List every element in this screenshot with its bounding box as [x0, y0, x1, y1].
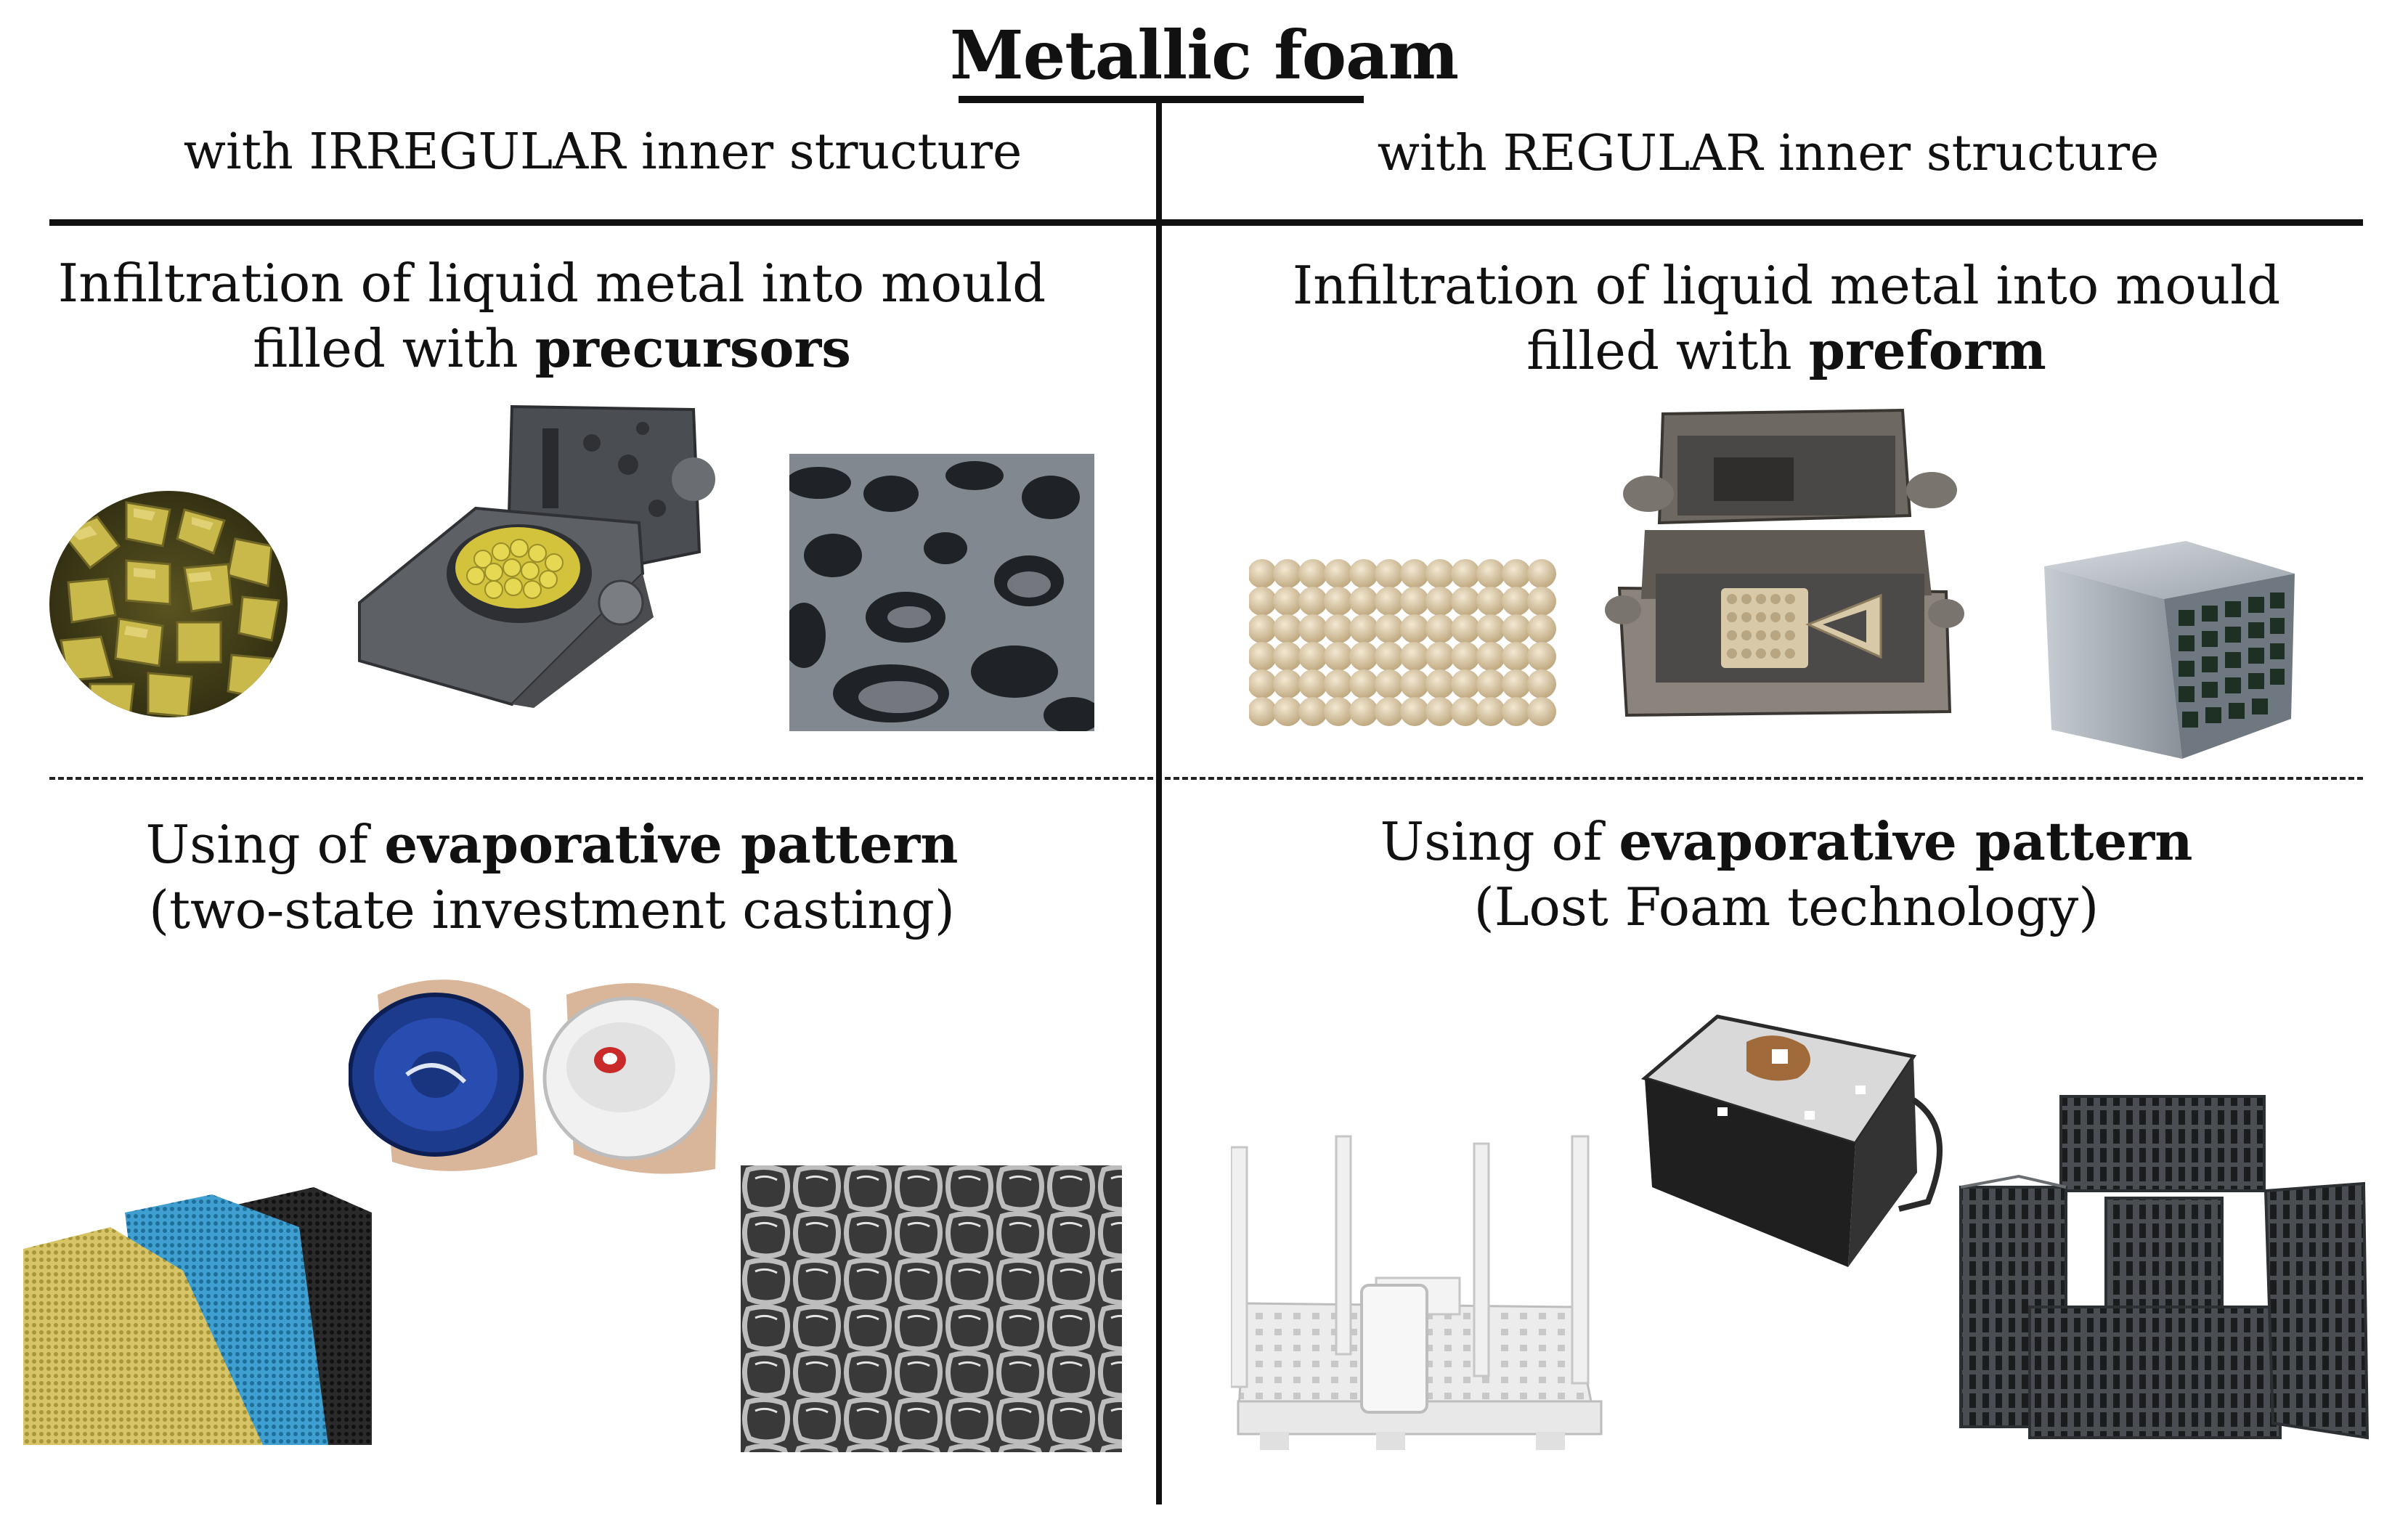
right-bottom-line1-prefix: Using of: [1380, 811, 1619, 872]
right-top-line2-prefix: filled with: [1526, 320, 1809, 381]
mould-with-preform-image: [1605, 408, 1964, 717]
right-bottom-section-title: Using of evaporative pattern (Lost Foam …: [1351, 809, 2222, 940]
left-column-heading: with IRREGULAR inner structure: [183, 123, 1022, 181]
diagram-title: Metallic foam: [949, 16, 1459, 94]
left-top-line2-prefix: filled with: [253, 318, 535, 379]
right-bottom-line1-bold: evaporative pattern: [1619, 810, 2193, 872]
left-bottom-line1-bold: evaporative pattern: [384, 813, 959, 875]
left-bottom-line1-prefix: Using of: [145, 814, 385, 875]
right-top-line1: Infiltration of liquid metal into mould: [1292, 255, 2281, 316]
left-top-line2: filled with precursors: [44, 316, 1060, 381]
left-bottom-line1: Using of evaporative pattern: [116, 812, 988, 877]
moulding-flask-image: [1640, 1014, 1943, 1267]
dashed-divider-left: [49, 777, 1153, 780]
open-cell-metal-foam-image: [741, 1165, 1122, 1452]
right-bottom-line1: Using of evaporative pattern: [1351, 809, 2222, 874]
right-top-section-title: Infiltration of liquid metal into mould …: [1278, 253, 2295, 383]
left-top-section-title: Infiltration of liquid metal into mould …: [44, 251, 1060, 381]
preform-spheres-image: [1249, 559, 1556, 726]
regular-lattice-castings-image: [1959, 1095, 2370, 1440]
right-column-heading: with REGULAR inner structure: [1377, 125, 2160, 182]
left-bottom-line2: (two-state investment casting): [149, 879, 955, 940]
left-top-line1: Infiltration of liquid metal into mould: [57, 253, 1046, 314]
regular-foam-cube-image: [2044, 541, 2295, 759]
mould-with-precursors-image: [358, 404, 715, 708]
left-bottom-section-title: Using of evaporative pattern (two-state …: [116, 812, 988, 942]
right-top-line2: filled with preform: [1278, 318, 2295, 383]
vertical-divider: [1156, 103, 1162, 1504]
precursor-granules-image: [49, 491, 288, 717]
irregular-foam-closeup-image: [789, 454, 1094, 731]
left-top-line2-bold: precursors: [534, 317, 851, 379]
hands-holding-moulds-image: [349, 980, 719, 1174]
evaporative-pattern-cluster-image: [1231, 1135, 1603, 1450]
right-bottom-line2: (Lost Foam technology): [1473, 876, 2099, 937]
dashed-divider-right: [1165, 777, 2363, 780]
title-underline: [959, 96, 1364, 103]
polymer-sponges-image: [23, 1187, 372, 1445]
horizontal-divider: [49, 219, 2363, 226]
right-top-line2-bold: preform: [1808, 319, 2046, 381]
